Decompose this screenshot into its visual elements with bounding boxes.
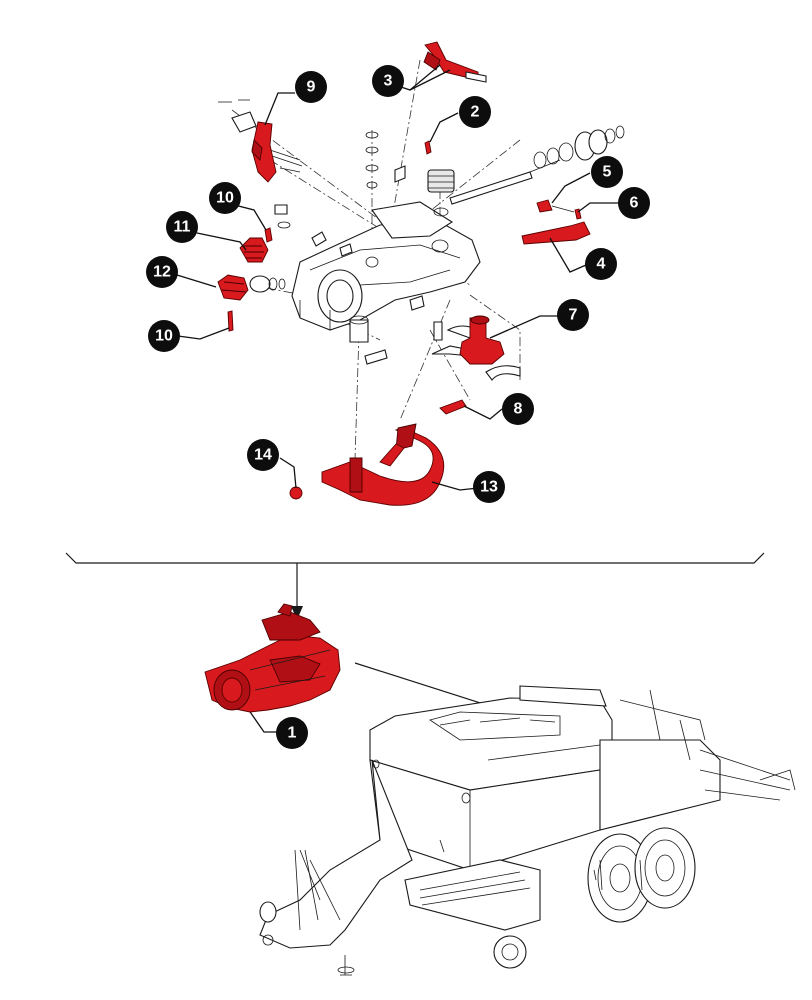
svg-text:13: 13 [480,479,498,496]
svg-text:8: 8 [514,401,523,418]
svg-text:9: 9 [307,79,316,96]
callout-8: 8 [502,393,534,425]
part-8-clip [439,399,467,415]
part-2-pin [424,140,432,155]
drive-shaft [449,125,625,205]
part-13-needle-yoke [321,427,445,506]
knotter-frame [291,201,481,331]
part-10-pin-lower [227,310,234,332]
part-4-lever [521,221,591,245]
svg-text:10: 10 [216,190,234,207]
part-5-lever [536,199,553,213]
svg-text:10: 10 [155,328,173,345]
part-7-knotter-hook [459,317,505,365]
callout-14: 14 [247,439,279,471]
svg-text:2: 2 [471,104,480,121]
highlighted-parts [217,41,591,506]
part-11-gear [239,237,269,263]
part-12-gear [217,274,249,301]
callout-7: 7 [557,299,589,331]
part-9-knife-arm [251,121,277,183]
svg-text:14: 14 [254,447,272,464]
svg-text:11: 11 [174,219,191,236]
callout-10-lower: 10 [148,320,180,352]
callout-6: 6 [618,187,650,219]
baler-machine [259,685,796,976]
callout-4: 4 [585,248,617,280]
callout-9: 9 [295,71,327,103]
callout-3: 3 [372,65,404,97]
callout-13: 13 [473,471,505,503]
view-separator [65,552,765,620]
callout-1: 1 [276,717,308,749]
callout-2: 2 [459,96,491,128]
svg-text:1: 1 [288,725,297,742]
part-14-cap [289,486,303,500]
part-10-pin-upper [264,227,273,243]
svg-text:7: 7 [569,307,578,324]
callout-10-upper: 10 [209,182,241,214]
svg-text:12: 12 [153,264,171,281]
callout-12: 12 [146,256,178,288]
bevel-gear [427,169,455,217]
svg-text:6: 6 [630,195,639,212]
callout-5: 5 [591,156,623,188]
svg-text:4: 4 [597,256,606,273]
callout-11: 11 [166,211,198,243]
leader-lines [176,64,620,733]
tensioner-hardware [218,99,303,173]
assembled-knotter [204,603,341,713]
svg-text:3: 3 [384,73,393,90]
svg-text:5: 5 [603,164,612,181]
